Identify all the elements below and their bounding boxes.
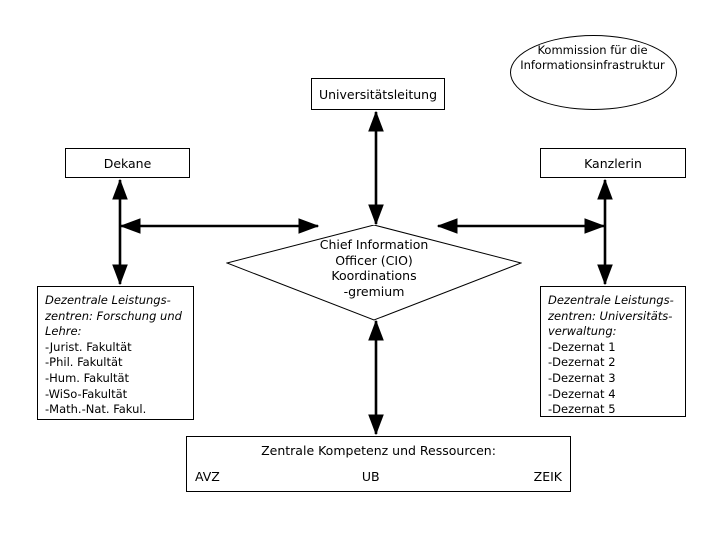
unit-ub: UB bbox=[361, 469, 380, 484]
verwaltung-heading-line-1: Dezentrale Leistungs- bbox=[548, 293, 674, 307]
list-item: -Dezernat 2 bbox=[548, 355, 616, 370]
verwaltung-heading-line-2: zentren: Universitäts- bbox=[548, 308, 673, 323]
forschung-heading-line-1: Dezentrale Leistungs- bbox=[45, 293, 171, 307]
universitaetsleitung-label: Universitätsleitung bbox=[318, 86, 438, 102]
list-item: -Hum. Fakultät bbox=[45, 370, 130, 385]
list-item: -Dezernat 1 bbox=[548, 339, 616, 354]
list-item: -Dezernat 3 bbox=[548, 370, 616, 385]
kanzlerin-box[interactable]: Kanzlerin bbox=[540, 148, 686, 178]
universitaetsleitung-box[interactable]: Universitätsleitung bbox=[311, 78, 445, 110]
list-item: -Dezernat 4 bbox=[548, 386, 616, 401]
list-item: -Phil. Fakultät bbox=[45, 355, 123, 370]
zentrale-units-row: AVZ UB ZEIK bbox=[195, 469, 562, 484]
dekane-label: Dekane bbox=[103, 155, 152, 171]
list-item: -Jurist. Fakultät bbox=[45, 339, 132, 354]
kommission-ellipse-label: Kommission für die Informationsinfrastru… bbox=[520, 43, 665, 72]
unit-zeik: ZEIK bbox=[533, 469, 562, 484]
dezentrale-forschung-lehre-box[interactable]: Dezentrale Leistungs- zentren: Forschung… bbox=[37, 286, 194, 420]
dekane-box[interactable]: Dekane bbox=[65, 148, 190, 178]
list-item: -Dezernat 5 bbox=[548, 402, 616, 417]
list-item: -Math.-Nat. Fakul. bbox=[45, 402, 147, 417]
zentrale-title: Zentrale Kompetenz und Ressourcen: bbox=[261, 443, 496, 458]
list-item: -WiSo-Fakultät bbox=[45, 386, 128, 401]
dezentrale-universitaetsverwaltung-box[interactable]: Dezentrale Leistungs- zentren: Universit… bbox=[540, 286, 686, 417]
kommission-ellipse-node[interactable] bbox=[510, 35, 677, 110]
cio-line-1: Chief Information bbox=[319, 237, 429, 252]
cio-diamond-label: Chief Information Officer (CIO) Koordina… bbox=[276, 237, 472, 299]
zentrale-kompetenz-box[interactable]: Zentrale Kompetenz und Ressourcen: AVZ U… bbox=[186, 436, 571, 492]
verwaltung-heading-line-3: verwaltung: bbox=[548, 324, 617, 339]
cio-line-2: Officer (CIO) bbox=[335, 252, 413, 268]
cio-line-4: -gremium bbox=[343, 283, 405, 299]
forschung-heading-line-3: Lehre: bbox=[45, 324, 82, 339]
kanzlerin-label: Kanzlerin bbox=[584, 155, 642, 171]
unit-avz: AVZ bbox=[195, 469, 220, 484]
cio-line-3: Koordinations bbox=[331, 268, 417, 283]
forschung-heading-line-2: zentren: Forschung und bbox=[45, 308, 182, 323]
